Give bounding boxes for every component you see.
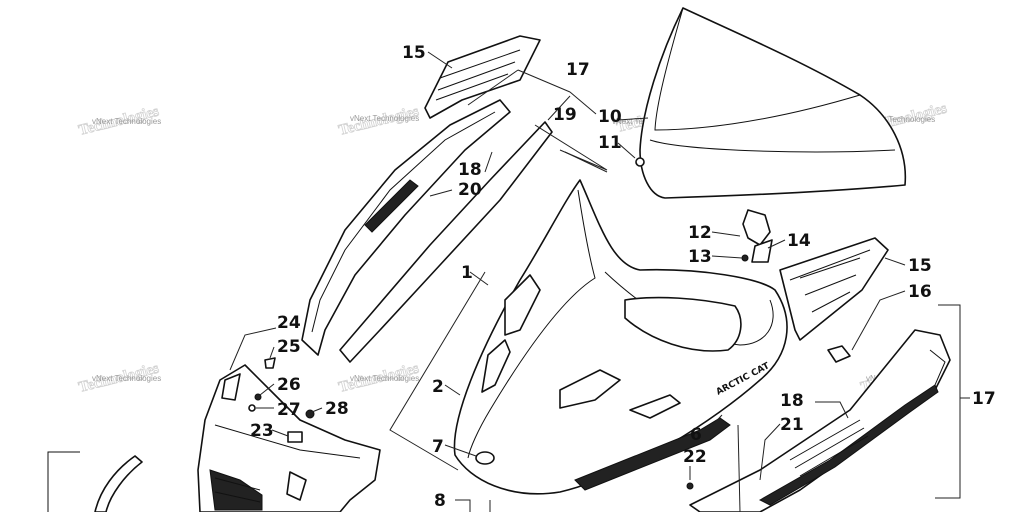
callout-19: 19 — [553, 105, 577, 125]
callout-13: 13 — [688, 247, 712, 267]
hood-emblem — [475, 451, 495, 465]
watermark-4: vNext Technologies — [866, 115, 935, 124]
callout-18-left: 18 — [458, 160, 482, 180]
callout-23: 23 — [250, 421, 274, 441]
callout-7: 7 — [432, 437, 444, 457]
side-panel-right — [689, 329, 951, 512]
callout-16: 16 — [908, 282, 932, 302]
watermark-5: vNext Technologies — [92, 374, 161, 383]
windshield-bracket — [741, 209, 773, 263]
side-vent-right — [779, 237, 889, 341]
callout-27: 27 — [277, 400, 301, 420]
callout-26: 26 — [277, 375, 301, 395]
side-panel-left — [301, 99, 553, 363]
callout-2: 2 — [432, 377, 444, 397]
bracket-screw — [741, 254, 749, 262]
windshield-rivet — [635, 157, 645, 167]
handle-part — [47, 451, 143, 512]
callout-11: 11 — [598, 133, 622, 153]
callout-6: 6 — [690, 425, 702, 445]
callout-18-right: 18 — [780, 391, 804, 411]
callout-25: 25 — [277, 337, 301, 357]
fastener-25 — [264, 357, 276, 369]
fastener-23 — [287, 431, 303, 443]
watermark-6: vNext Technologies — [350, 374, 419, 383]
leader-lines — [229, 51, 970, 512]
fastener-27 — [248, 404, 256, 412]
callout-21: 21 — [780, 415, 804, 435]
watermark-2: vNext Technologies — [350, 114, 419, 123]
fastener-26 — [254, 393, 262, 401]
callouts: 15 17 19 10 11 18 20 1 2 7 8 6 12 13 14 … — [250, 43, 996, 511]
callout-10: 10 — [598, 107, 622, 127]
callout-20: 20 — [458, 180, 482, 200]
callout-1: 1 — [461, 263, 473, 283]
callout-24: 24 — [277, 313, 301, 333]
callout-22: 22 — [683, 447, 707, 467]
callout-15-top: 15 — [402, 43, 426, 63]
callout-28: 28 — [325, 399, 349, 419]
hood: ARCTIC CAT — [453, 179, 788, 495]
screw-22 — [686, 482, 694, 490]
windshield — [639, 7, 907, 199]
callout-8: 8 — [434, 491, 446, 511]
callout-14: 14 — [787, 231, 811, 251]
watermark-1: vNext Technologies — [92, 117, 161, 126]
callout-12: 12 — [688, 223, 712, 243]
side-vent-top — [424, 35, 541, 119]
callout-17-top: 17 — [566, 60, 590, 80]
clip — [827, 345, 851, 363]
callout-15-right: 15 — [908, 256, 932, 276]
callout-17-right: 17 — [972, 389, 996, 409]
